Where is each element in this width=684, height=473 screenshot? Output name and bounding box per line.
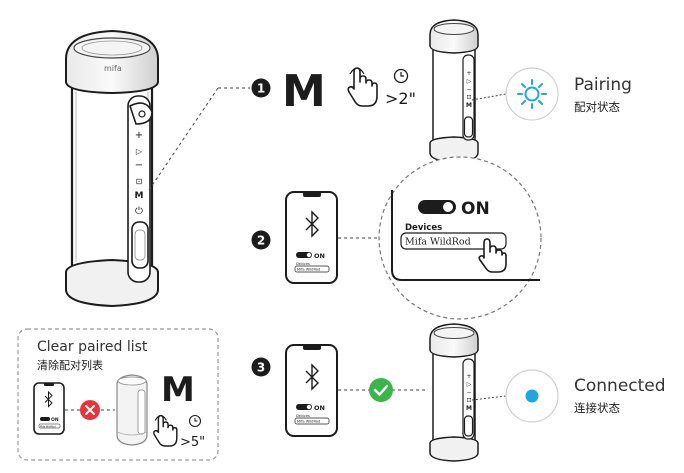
svg-text:ON: ON — [314, 252, 325, 260]
timer-icon — [393, 68, 409, 84]
step-1-m-letter: M — [282, 66, 326, 117]
svg-text:▷: ▷ — [467, 78, 472, 85]
phone-step-2: ON Devices Mifa WildRod — [285, 191, 338, 284]
clear-title-zh: 清除配对列表 — [37, 358, 103, 372]
speaker-logo: mifa — [104, 64, 122, 73]
clear-paired-list-panel: Clear paired list 清除配对列表 ON Mifa WildRod… — [17, 328, 219, 461]
step-2-badge — [251, 230, 271, 250]
svg-text:M: M — [466, 405, 472, 412]
clear-m-letter: M — [161, 370, 195, 410]
play-icon: ▷ — [136, 147, 143, 156]
step-2-number: 2 — [257, 234, 265, 248]
bluetooth-icon — [305, 210, 319, 238]
svg-text:−: − — [466, 86, 471, 93]
hand-press-icon — [347, 67, 378, 107]
svg-text:⊡: ⊡ — [466, 94, 471, 101]
zoomed-devices-view: ON Devices Mifa WildRod — [378, 156, 542, 320]
power-icon: ⏻ — [135, 206, 143, 217]
svg-text:Mifa WildRod: Mifa WildRod — [297, 420, 320, 424]
step-3-badge — [251, 357, 271, 377]
clear-title-en: Clear paired list — [37, 339, 148, 355]
step-3-number: 3 — [257, 361, 265, 375]
step-1-duration: >2" — [385, 89, 416, 108]
svg-text:Mifa WildRod: Mifa WildRod — [40, 425, 56, 428]
step-1-badge — [251, 78, 271, 98]
speaker-step-1 — [429, 19, 479, 163]
volume-down-icon: − — [135, 160, 143, 171]
svg-text:+: + — [466, 373, 471, 380]
large-speaker: mifa — [65, 29, 159, 308]
zoom-device-name[interactable]: Mifa WildRod — [405, 237, 471, 248]
volume-up-icon: + — [135, 130, 143, 141]
phone-step-3: ON Devices Mifa WildRod — [285, 344, 338, 437]
pairing-status-zh: 配对状态 — [574, 100, 620, 114]
svg-text:ON: ON — [314, 404, 325, 412]
svg-text:M: M — [466, 102, 472, 109]
large-speaker-buttons: + ▷ − ⊡ M ⏻ — [135, 130, 144, 217]
pairing-status-en: Pairing — [574, 75, 632, 95]
clear-duration: >5" — [180, 435, 205, 450]
svg-text:▷: ▷ — [467, 381, 472, 388]
connected-status-zh: 连接状态 — [574, 401, 620, 415]
svg-text:Mifa WildRod: Mifa WildRod — [297, 268, 320, 272]
svg-text:ON: ON — [51, 417, 59, 423]
bluetooth-icon — [305, 363, 319, 391]
remove-x-icon — [80, 400, 100, 420]
link-icon: ⊡ — [136, 177, 143, 186]
timer-icon — [188, 414, 202, 428]
speaker-step-3 — [429, 323, 479, 462]
svg-text:ON: ON — [461, 199, 490, 219]
svg-text:+: + — [466, 70, 471, 77]
hand-press-icon — [153, 414, 178, 447]
mode-m-icon: M — [135, 191, 144, 201]
svg-text:⊡: ⊡ — [466, 397, 471, 404]
svg-text:Devices: Devices — [296, 262, 310, 266]
connected-light-icon — [505, 369, 559, 423]
connected-status-en: Connected — [574, 376, 666, 396]
svg-text:Devices: Devices — [296, 414, 310, 418]
svg-text:−: − — [466, 389, 471, 396]
step-1-number: 1 — [257, 82, 265, 96]
check-icon — [369, 378, 393, 402]
svg-text:Devices: Devices — [405, 223, 442, 233]
hand-tap-icon — [478, 238, 507, 273]
mini-speaker-icon — [116, 374, 148, 446]
pairing-light-icon — [505, 67, 559, 121]
